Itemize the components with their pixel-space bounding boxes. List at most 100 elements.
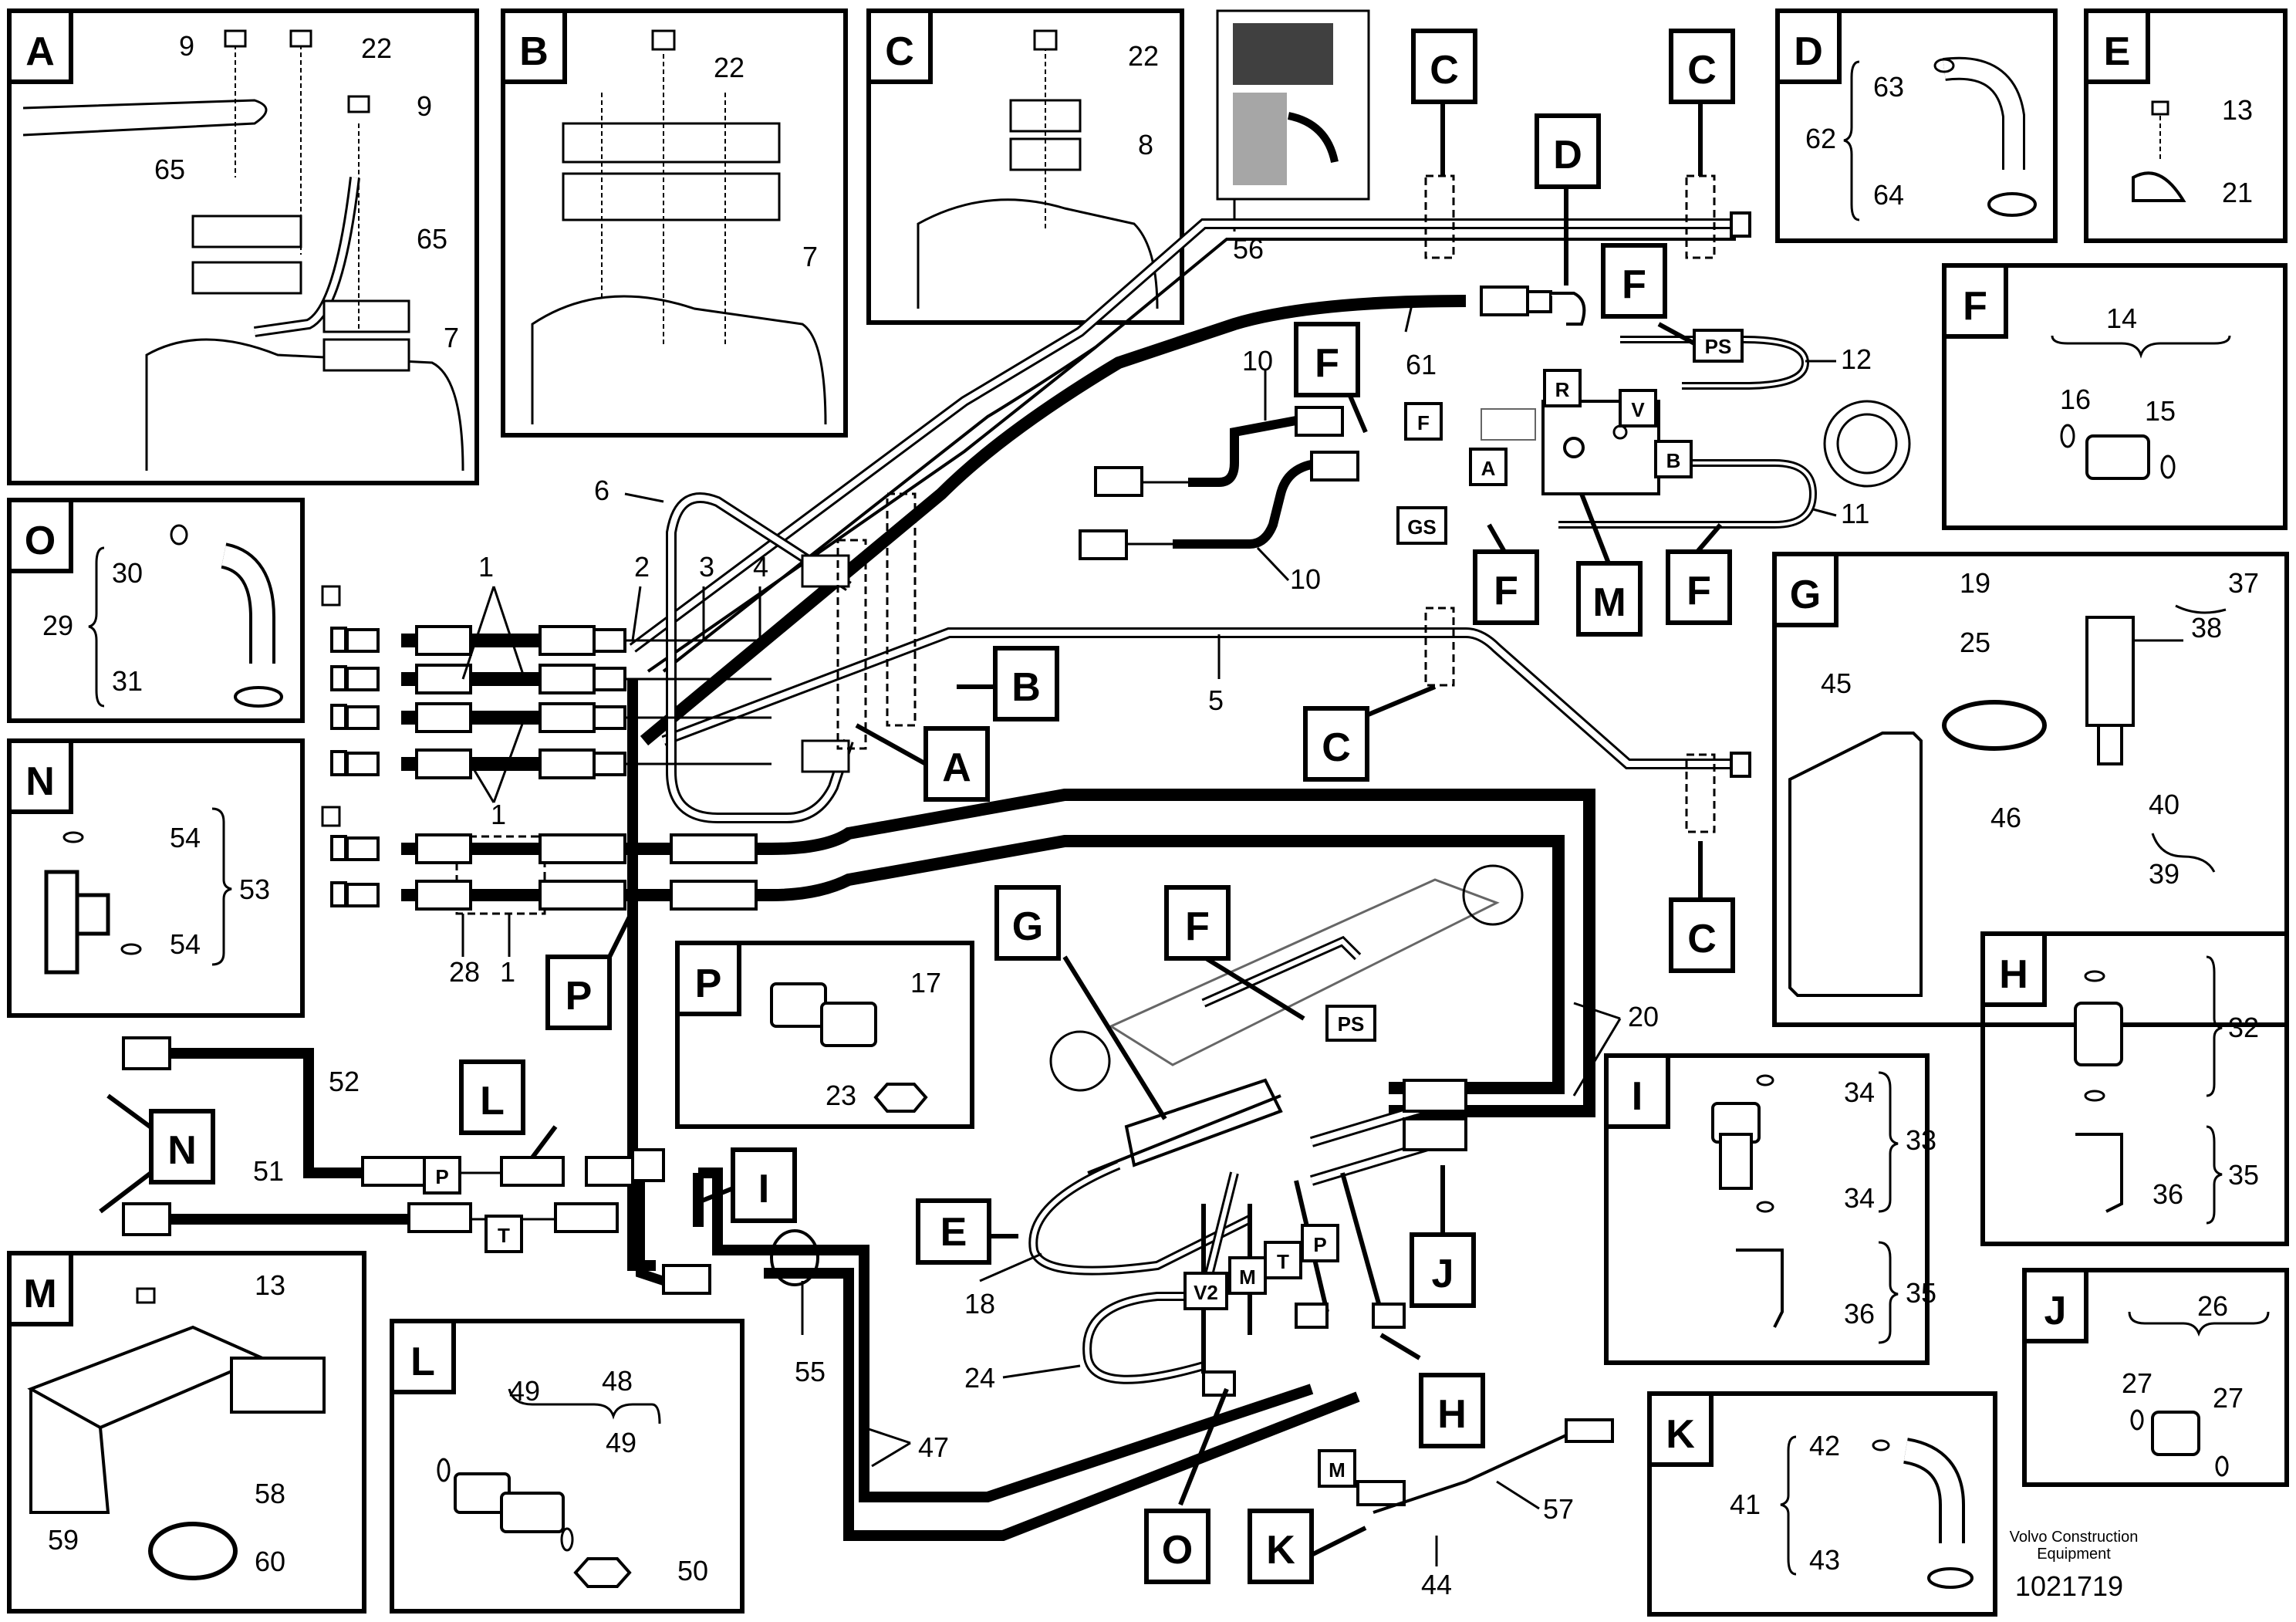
part-number: 51: [253, 1155, 284, 1187]
callout-tag: O: [1162, 1528, 1193, 1573]
panel-letter: A: [25, 29, 55, 74]
callout-tag: F: [1494, 569, 1518, 613]
part-number: 26: [2197, 1290, 2228, 1322]
part-number: 35: [2228, 1159, 2259, 1191]
callout-tag: C: [1687, 48, 1717, 93]
part-number: 2: [634, 551, 650, 583]
panel-letter: L: [410, 1340, 435, 1384]
panel-letter: K: [1666, 1412, 1695, 1457]
panel-letter: F: [1963, 284, 1987, 329]
port-label: M: [1239, 1265, 1256, 1289]
part-number: 18: [964, 1288, 995, 1320]
callout-tag: C: [1687, 917, 1717, 961]
callout-tag: F: [1185, 904, 1210, 949]
part-number: 15: [2145, 395, 2176, 427]
part-number: 30: [112, 557, 143, 589]
part-number: 46: [1990, 802, 2021, 833]
part-number: 48: [602, 1365, 633, 1397]
part-number: 65: [417, 223, 447, 255]
part-number: 25: [1960, 627, 1990, 658]
detail-panel-C: C 22 8: [866, 8, 1184, 325]
panel-letter: M: [23, 1272, 56, 1316]
part-number: 24: [964, 1362, 995, 1394]
port-label: V2: [1194, 1281, 1218, 1304]
hoses-lower: [162, 1048, 1360, 1541]
part-number: 8: [1138, 129, 1153, 161]
callout-tag: B: [1011, 665, 1041, 710]
detail-panel-I: I 34 33 34 35 36: [1604, 1053, 1936, 1365]
panel-letter: G: [1790, 573, 1821, 617]
part-number: 11: [1841, 498, 1869, 529]
part-number: 47: [918, 1431, 949, 1463]
hose-bundle-left: [321, 585, 1595, 1117]
part-number: 19: [1960, 567, 1990, 599]
callout-tag: E: [940, 1210, 967, 1255]
port-label: P: [1313, 1233, 1326, 1256]
company-name-line1: Volvo Construction: [2010, 1529, 2139, 1546]
part-number: 64: [1873, 179, 1904, 211]
callout-tag: G: [1012, 904, 1043, 949]
detail-panel-H: H 32 35 36: [1980, 931, 2289, 1246]
sensor-cable-57: [1373, 1434, 1567, 1514]
port-label: P: [435, 1165, 448, 1188]
main-part-numbers: 61 10 12 6 11 10 1 2 3 4 5 1 28 1 20 52 …: [253, 343, 1872, 1600]
callout-tags: C C D F F F M F B A C C G F E I L N P J …: [99, 29, 1735, 1584]
part-number: 63: [1873, 71, 1904, 103]
port-label: M: [1329, 1458, 1346, 1482]
part-number: 58: [255, 1478, 285, 1509]
main-hoses-upper: [627, 218, 1736, 1271]
detail-panel-N: N 54 53 54: [7, 738, 305, 1018]
detail-panel-P: P 17 23: [675, 941, 974, 1129]
footer-block: Volvo Construction Equipment 1021719: [2010, 1529, 2139, 1602]
port-label: V: [1631, 398, 1645, 421]
part-number: 54: [170, 822, 201, 853]
part-number: 16: [2060, 384, 2091, 415]
part-number: 54: [170, 928, 201, 960]
part-number: 55: [795, 1356, 826, 1387]
part-number: 32: [2228, 1012, 2259, 1043]
port-label: T: [1277, 1250, 1289, 1273]
cylinder-assembly: [1028, 864, 1524, 1384]
callout-tag: K: [1266, 1528, 1295, 1573]
panel-letter: C: [885, 29, 914, 74]
callout-tag: D: [1553, 133, 1582, 177]
part-number: 65: [154, 154, 185, 185]
callout-tag: I: [758, 1167, 769, 1211]
callout-tag: L: [480, 1079, 505, 1124]
callout-tag: A: [942, 745, 971, 790]
part-number: 34: [1844, 1076, 1875, 1108]
part-number: 53: [239, 874, 270, 905]
part-number: 22: [361, 32, 392, 64]
part-number: 4: [753, 551, 768, 583]
part-number: 62: [1805, 123, 1836, 154]
part-number: 9: [179, 30, 194, 62]
panel-letter: E: [2104, 29, 2131, 74]
leader-lines: [461, 304, 1837, 1566]
callout-tag: P: [566, 974, 593, 1019]
part-number: 6: [594, 475, 609, 506]
panel-letter: D: [1794, 29, 1823, 74]
callout-tag: C: [1322, 725, 1351, 770]
decal-56: 56: [1216, 9, 1370, 265]
part-number: 57: [1543, 1493, 1574, 1525]
part-number: 38: [2191, 612, 2222, 644]
part-number: 22: [1128, 40, 1159, 72]
part-number: 1: [500, 956, 515, 988]
part-number: 40: [2149, 789, 2180, 820]
company-name-line2: Equipment: [2037, 1546, 2111, 1563]
port-label: PS: [1338, 1012, 1365, 1036]
part-number: 28: [449, 956, 480, 988]
panel-letter: N: [25, 759, 55, 804]
port-label: GS: [1407, 515, 1437, 539]
part-number: 1: [478, 551, 494, 583]
part-number: 7: [802, 241, 818, 272]
panel-letter: H: [1999, 952, 2028, 997]
part-number: 41: [1730, 1489, 1761, 1520]
callout-tag: F: [1622, 262, 1646, 307]
fittings-lower: [122, 1036, 1614, 1506]
part-number: 9: [417, 90, 432, 122]
part-number: 12: [1841, 343, 1872, 375]
callout-tag: N: [167, 1128, 197, 1173]
port-labels-upper: R PS V F A B GS: [1396, 329, 1744, 545]
part-number: 60: [255, 1546, 285, 1577]
